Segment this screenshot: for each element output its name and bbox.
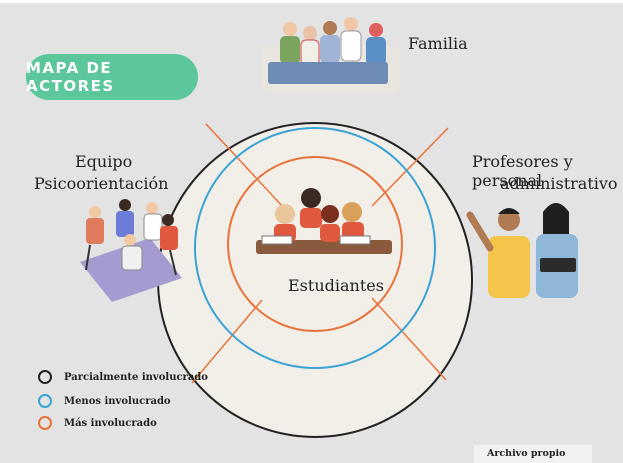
actor-label-equipo-line2: Psicoorientación bbox=[34, 174, 169, 193]
legend-circle-blue bbox=[38, 394, 52, 408]
legend-label: Más involucrado bbox=[64, 417, 157, 429]
legend-label: Menos involucrado bbox=[64, 395, 171, 407]
top-border bbox=[0, 0, 623, 3]
diagonal-line-nw bbox=[205, 123, 285, 209]
diagonal-line-se bbox=[371, 297, 447, 381]
middle-circle-less-involved bbox=[194, 127, 436, 369]
inner-circle-more-involved bbox=[227, 156, 403, 332]
legend-label: Parcialmente involucrado bbox=[64, 371, 208, 383]
actor-label-profesores-line2: administrativo bbox=[500, 174, 618, 193]
legend-circle-orange bbox=[38, 416, 52, 430]
legend-circle-black bbox=[38, 370, 52, 384]
actor-label-estudiantes: Estudiantes bbox=[288, 276, 384, 295]
source-caption: Archivo propio bbox=[487, 448, 566, 459]
legend-item-partially: Parcialmente involucrado bbox=[38, 370, 208, 384]
actor-label-profesores-line1: Profesores y personal bbox=[472, 152, 573, 190]
actor-label-equipo-line1: Equipo bbox=[75, 152, 133, 171]
family-group-illustration bbox=[262, 17, 400, 92]
source-box bbox=[474, 445, 592, 463]
counseling-team-illustration bbox=[80, 199, 182, 302]
legend-item-less: Menos involucrado bbox=[38, 394, 171, 408]
legend-item-more: Más involucrado bbox=[38, 416, 157, 430]
teachers-illustration bbox=[466, 203, 578, 298]
title-badge: MAPA DE ACTORES bbox=[26, 54, 198, 100]
actor-label-familia: Familia bbox=[408, 34, 468, 53]
diagonal-line-sw bbox=[191, 299, 263, 384]
students-reading-illustration bbox=[256, 188, 392, 254]
